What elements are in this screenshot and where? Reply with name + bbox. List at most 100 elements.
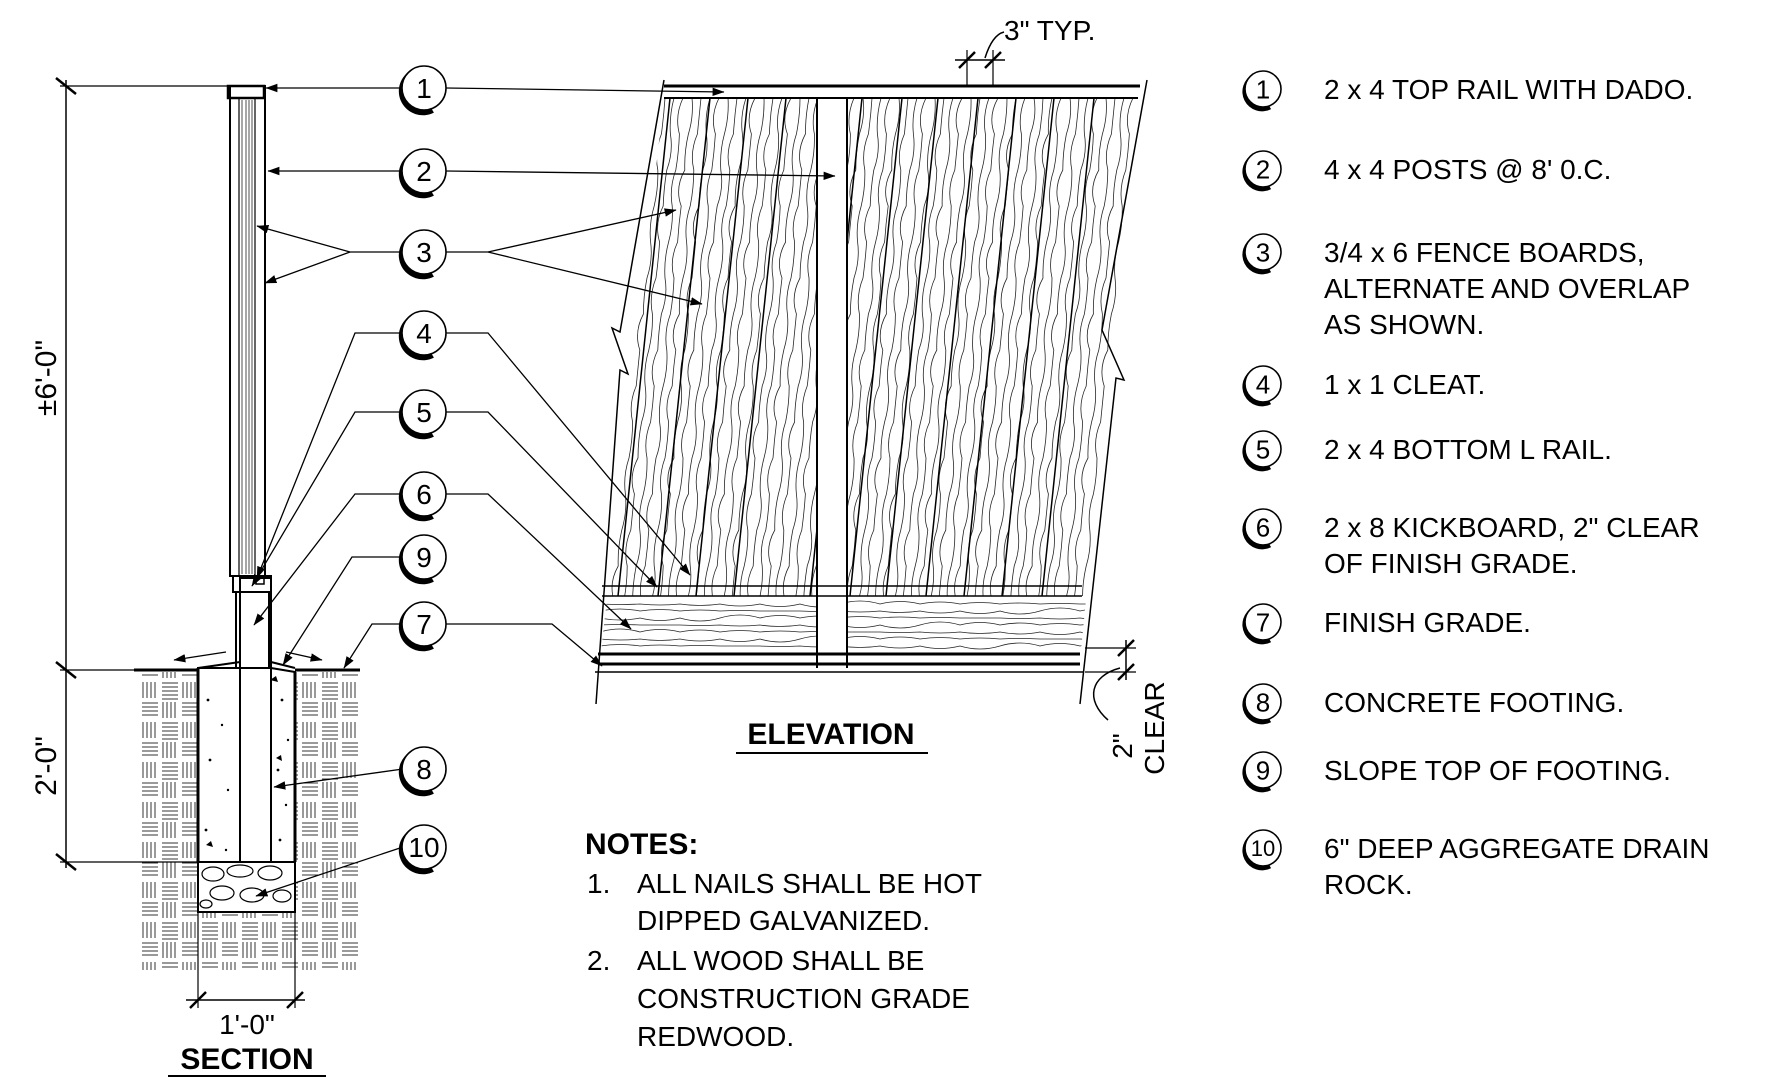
soil-hatch-bottom (198, 912, 295, 970)
drawing-bubble-1: 1 (398, 65, 447, 116)
legend-bubble-6-number: 6 (1256, 512, 1270, 542)
drawing-bubble-7: 7 (398, 601, 447, 652)
dimension-footing-width (186, 912, 305, 1009)
notes-title: NOTES: (585, 828, 698, 861)
elevation-view: 3" TYP. 2" CLEAR ELEVATION (595, 15, 1170, 775)
legend-bubble-5: 5 (1242, 430, 1282, 472)
legend-bubble-5-number: 5 (1256, 434, 1270, 464)
legend-bubble-3-number: 3 (1256, 237, 1270, 267)
dimension-footing-width-label: 1'-0" (219, 1009, 275, 1040)
legend-item-9-line-1: SLOPE TOP OF FOOTING. (1324, 755, 1671, 786)
drawing-bubble-8-number: 8 (416, 754, 432, 785)
legend-item-3-line-2: ALTERNATE AND OVERLAP (1324, 273, 1690, 304)
legend-item-10-line-2: ROCK. (1324, 869, 1413, 900)
board-edge (925, 98, 979, 597)
post-section (239, 577, 272, 863)
legend-bubble-4-number: 4 (1256, 369, 1270, 399)
legend-item-6-line-1: 2 x 8 KICKBOARD, 2" CLEAR (1324, 512, 1700, 543)
legend-bubble-4: 4 (1242, 365, 1282, 407)
note-1-line-2: DIPPED GALVANIZED. (637, 905, 930, 936)
drawing-bubble-7-number: 7 (416, 609, 432, 640)
dimension-footing-depth-label: 2'-0" (30, 736, 63, 796)
concrete-footing-right (270, 666, 296, 863)
dimension-board-spacing (955, 31, 1005, 86)
legend-bubble-9: 9 (1242, 751, 1282, 793)
notes-block: NOTES: 1. ALL NAILS SHALL BE HOT DIPPED … (585, 828, 982, 1052)
legend-item-1-line-1: 2 x 4 TOP RAIL WITH DADO. (1324, 74, 1693, 105)
legend-bubble-2-number: 2 (1256, 154, 1270, 184)
board-edge (885, 98, 939, 597)
leader-lines (173, 83, 836, 897)
drawing-bubble-10-number: 10 (408, 832, 439, 863)
top-rail-section (226, 84, 266, 100)
drawing-bubble-10: 10 (398, 824, 447, 875)
legend-bubble-2: 2 (1242, 150, 1282, 192)
soil-hatch-left (138, 672, 198, 970)
board-edge (849, 98, 903, 597)
concrete-stipple (204, 676, 290, 852)
concrete-footing (197, 667, 241, 863)
board-edge (695, 98, 749, 597)
elevation-title: ELEVATION (747, 718, 914, 751)
section-view: ±6'-0" 2'-0" 1'-0" SECTION (30, 77, 360, 1077)
legend-bubble-3: 3 (1242, 233, 1282, 275)
board-edge (1041, 98, 1095, 597)
legend-item-2-line-1: 4 x 4 POSTS @ 8' 0.C. (1324, 154, 1611, 185)
legend-bubble-6: 6 (1242, 508, 1282, 550)
drawing-bubble-4: 4 (398, 310, 447, 361)
drawing-bubble-3: 3 (398, 229, 447, 280)
dimension-clear-label-a: 2" (1107, 733, 1138, 759)
legend-item-8-line-1: CONCRETE FOOTING. (1324, 687, 1624, 718)
board-edge (617, 98, 671, 597)
note-2-line-3: REDWOOD. (637, 1021, 794, 1052)
drawing-bubble-1-number: 1 (416, 73, 432, 104)
drawing-bubble-2-number: 2 (416, 156, 432, 187)
legend-bubble-10-number: 10 (1251, 836, 1275, 861)
fence-board-section (229, 85, 266, 577)
legend-item-10-line-1: 6" DEEP AGGREGATE DRAIN (1324, 833, 1709, 864)
drawing-bubble-9: 9 (398, 534, 447, 585)
legend-bubble-8: 8 (1242, 683, 1282, 725)
note-2-line-2: CONSTRUCTION GRADE (637, 983, 970, 1014)
drawing-bubble-2: 2 (398, 148, 447, 199)
legend-bubble-10: 10 (1242, 829, 1282, 871)
kickboard-grain (600, 600, 1121, 650)
dimension-board-spacing-label: 3" TYP. (1004, 15, 1095, 46)
note-1-line-1: ALL NAILS SHALL BE HOT (637, 868, 982, 899)
callout-legend: 1 2 x 4 TOP RAIL WITH DADO. 2 4 x 4 POSTS @… (1242, 70, 1709, 900)
board-edge (733, 98, 787, 597)
soil-hatch-right (295, 672, 360, 970)
break-line-left (595, 79, 665, 705)
legend-item-4-line-1: 1 x 1 CLEAT. (1324, 369, 1485, 400)
legend-bubble-7: 7 (1242, 603, 1282, 645)
post-elevation (817, 98, 847, 660)
drawing-bubble-5: 5 (398, 389, 447, 440)
legend-bubble-1: 1 (1242, 70, 1282, 112)
legend-item-7-line-1: FINISH GRADE. (1324, 607, 1531, 638)
dimension-height (55, 77, 230, 871)
break-line-right (1079, 79, 1148, 705)
dimension-clear (1085, 639, 1136, 721)
legend-bubble-7-number: 7 (1256, 607, 1270, 637)
drawing-callout-bubbles: 1 2 3 4 5 6 9 7 8 10 (398, 65, 447, 875)
kickboard-section (235, 591, 270, 669)
dimension-clear-label-b: CLEAR (1139, 681, 1170, 774)
drawing-bubble-9-number: 9 (416, 542, 432, 573)
drawing-bubble-4-number: 4 (416, 318, 432, 349)
legend-bubble-8-number: 8 (1256, 687, 1270, 717)
drawing-bubble-3-number: 3 (416, 237, 432, 268)
drain-rock-stones (199, 864, 292, 909)
legend-bubble-9-number: 9 (1256, 755, 1270, 785)
legend-item-3-line-3: AS SHOWN. (1324, 309, 1484, 340)
legend-item-6-line-2: OF FINISH GRADE. (1324, 548, 1578, 579)
section-title: SECTION (180, 1043, 313, 1076)
note-2-num: 2. (587, 945, 610, 976)
note-1-num: 1. (587, 868, 610, 899)
drawing-bubble-8: 8 (398, 746, 447, 797)
legend-bubble-1-number: 1 (1256, 74, 1270, 104)
drawing-bubble-5-number: 5 (416, 397, 432, 428)
drawing-bubble-6-number: 6 (416, 479, 432, 510)
dimension-height-label: ±6'-0" (30, 340, 63, 416)
note-2-line-1: ALL WOOD SHALL BE (637, 945, 924, 976)
